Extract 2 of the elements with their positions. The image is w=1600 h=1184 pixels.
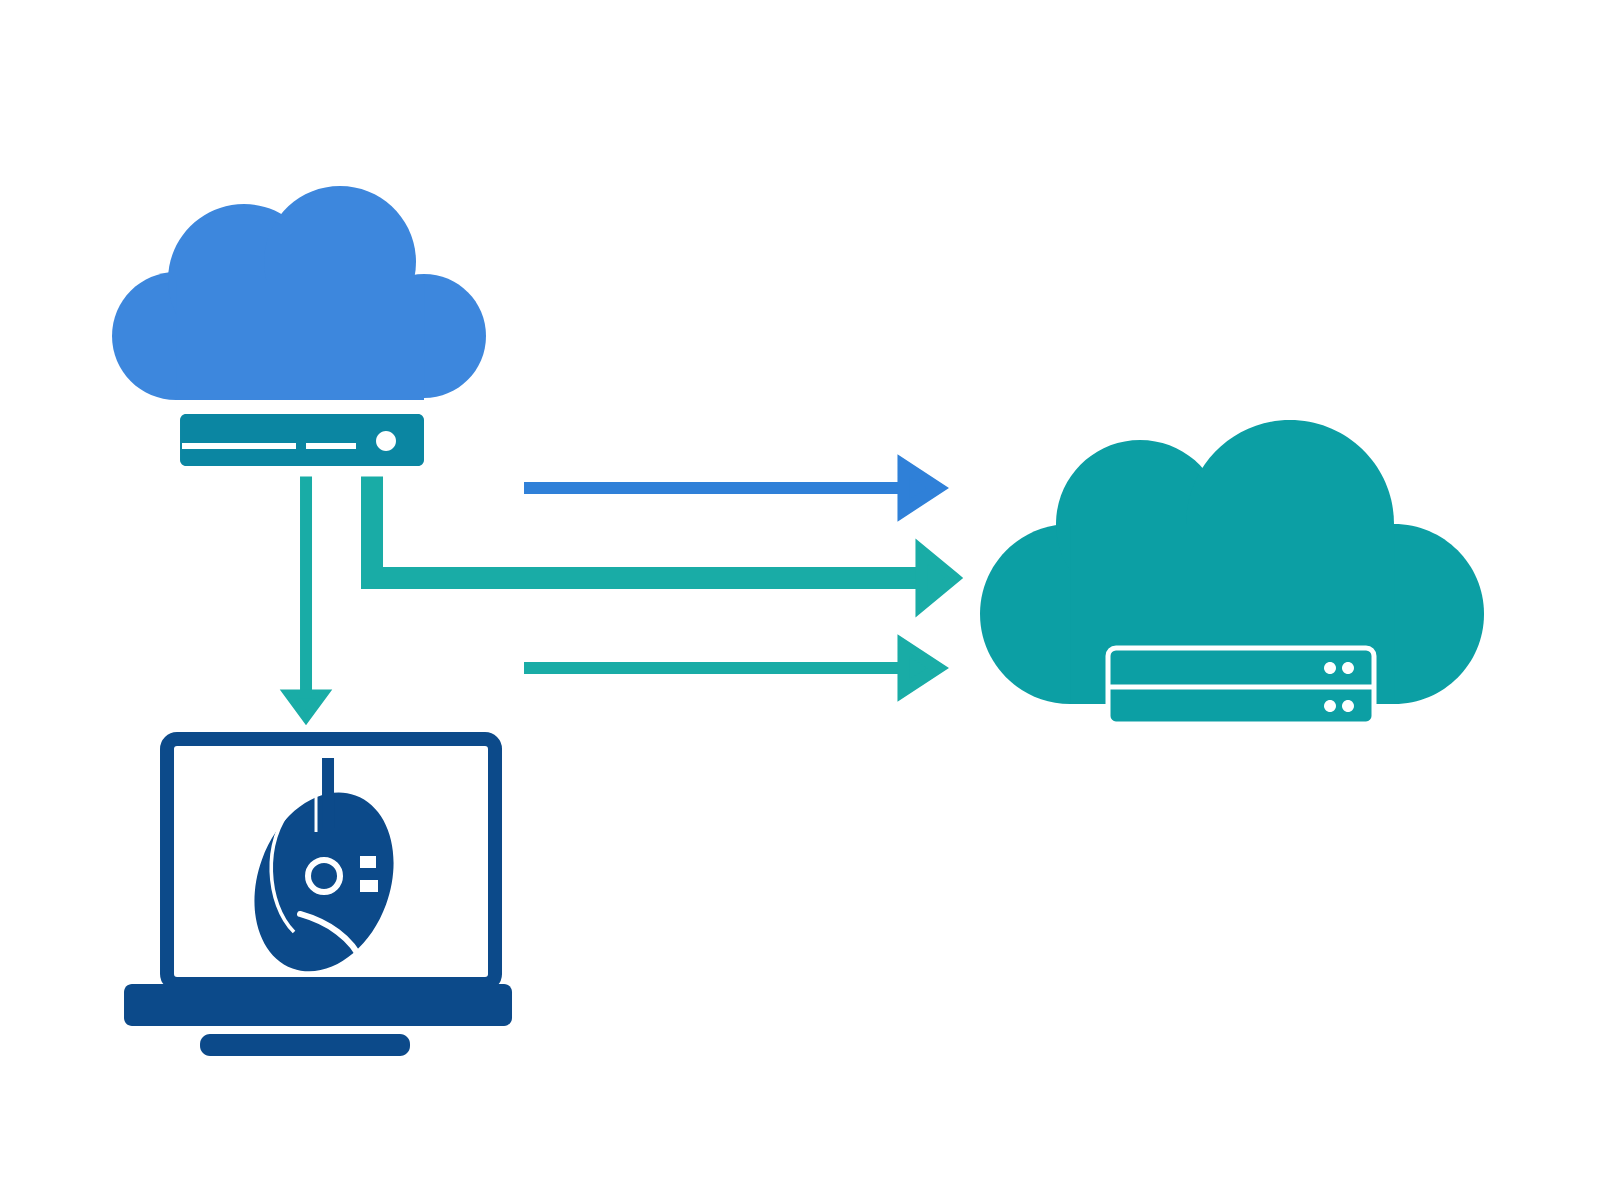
server-icon	[179, 414, 424, 466]
cloud	[112, 186, 486, 400]
